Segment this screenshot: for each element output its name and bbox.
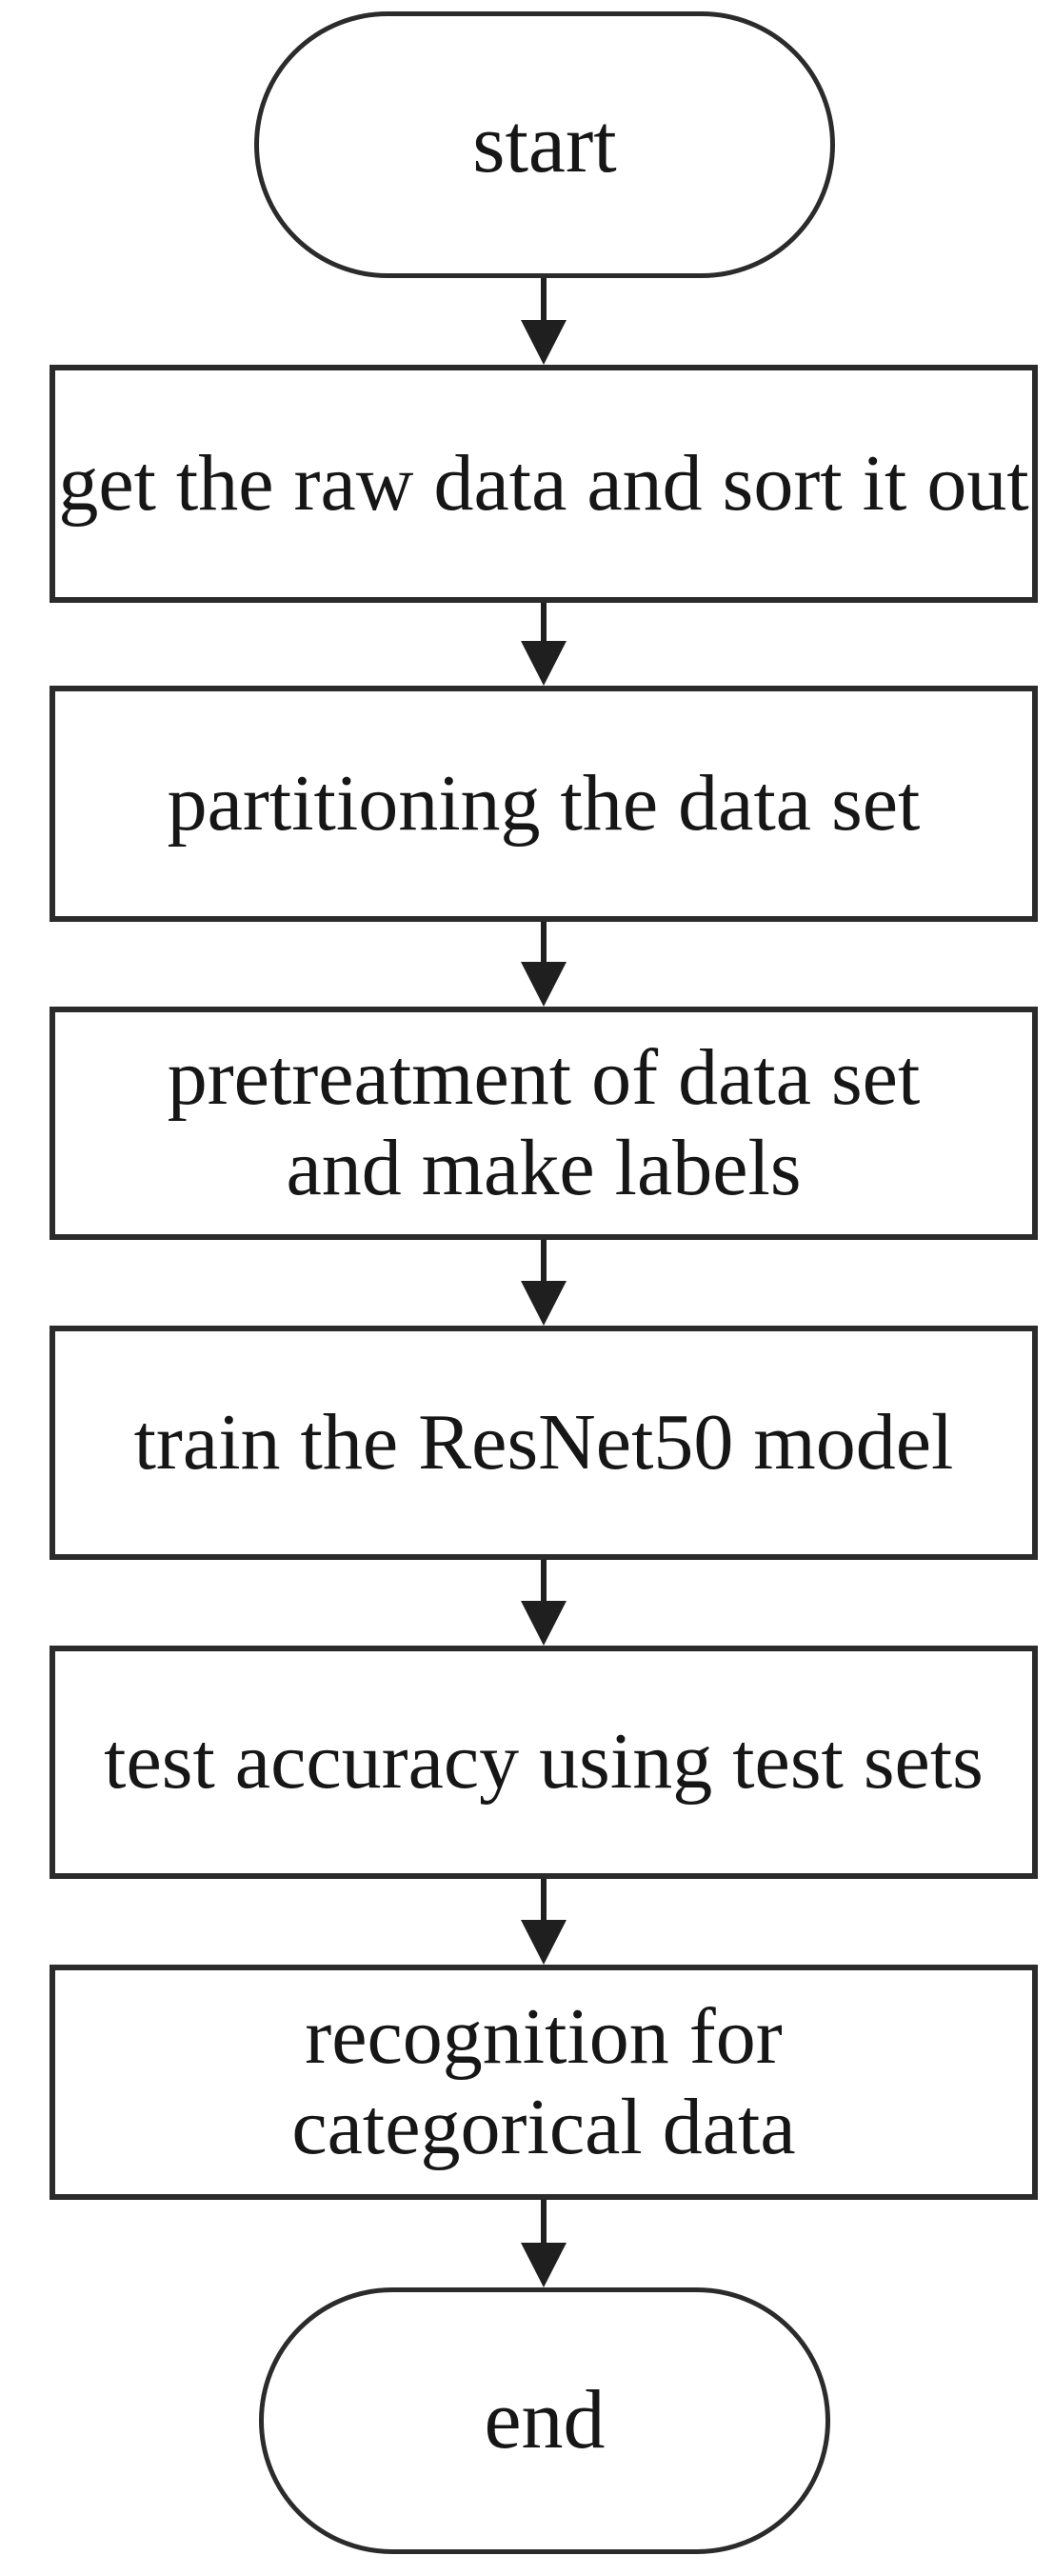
arrow-step4-to-step5: [521, 1560, 567, 1646]
arrowhead-down-icon: [521, 1281, 567, 1326]
arrowhead-down-icon: [521, 641, 567, 686]
arrow-line: [541, 1240, 547, 1281]
node-label-partition-dataset: partitioning the data set: [167, 758, 921, 848]
arrowhead-down-icon: [521, 1601, 567, 1646]
arrowhead-down-icon: [521, 2243, 567, 2287]
arrow-line: [541, 922, 547, 962]
node-label-recognition-categorical: recognition for categorical data: [291, 1992, 796, 2171]
arrow-step1-to-step2: [521, 603, 567, 686]
arrow-step6-to-end: [521, 2200, 567, 2287]
node-process-recognition-categorical: recognition for categorical data: [50, 1965, 1038, 2200]
arrow-line: [541, 1879, 547, 1920]
node-terminator-start: start: [254, 11, 835, 278]
node-process-train-resnet50: train the ResNet50 model: [50, 1326, 1038, 1560]
arrow-line: [541, 1560, 547, 1601]
node-label-start: start: [472, 97, 617, 190]
arrow-line: [541, 603, 547, 641]
arrowhead-down-icon: [521, 320, 567, 365]
arrow-step3-to-step4: [521, 1240, 567, 1326]
node-process-pretreatment-labels: pretreatment of data set and make labels: [50, 1007, 1038, 1240]
arrowhead-down-icon: [521, 962, 567, 1007]
node-label-end: end: [484, 2373, 606, 2466]
node-process-test-accuracy: test accuracy using test sets: [50, 1646, 1038, 1879]
arrow-step5-to-step6: [521, 1879, 567, 1965]
arrow-line: [541, 2200, 547, 2243]
node-label-test-accuracy: test accuracy using test sets: [104, 1717, 984, 1807]
arrow-line: [541, 278, 547, 320]
arrow-step2-to-step3: [521, 922, 567, 1007]
arrowhead-down-icon: [521, 1920, 567, 1965]
node-label-get-raw-data: get the raw data and sort it out: [58, 438, 1029, 528]
node-label-pretreatment-labels: pretreatment of data set and make labels: [167, 1033, 921, 1212]
node-process-get-raw-data: get the raw data and sort it out: [50, 365, 1038, 603]
node-terminator-end: end: [259, 2287, 830, 2554]
arrow-start-to-step1: [521, 278, 567, 365]
node-label-train-resnet50: train the ResNet50 model: [133, 1397, 954, 1487]
node-process-partition-dataset: partitioning the data set: [50, 686, 1038, 922]
